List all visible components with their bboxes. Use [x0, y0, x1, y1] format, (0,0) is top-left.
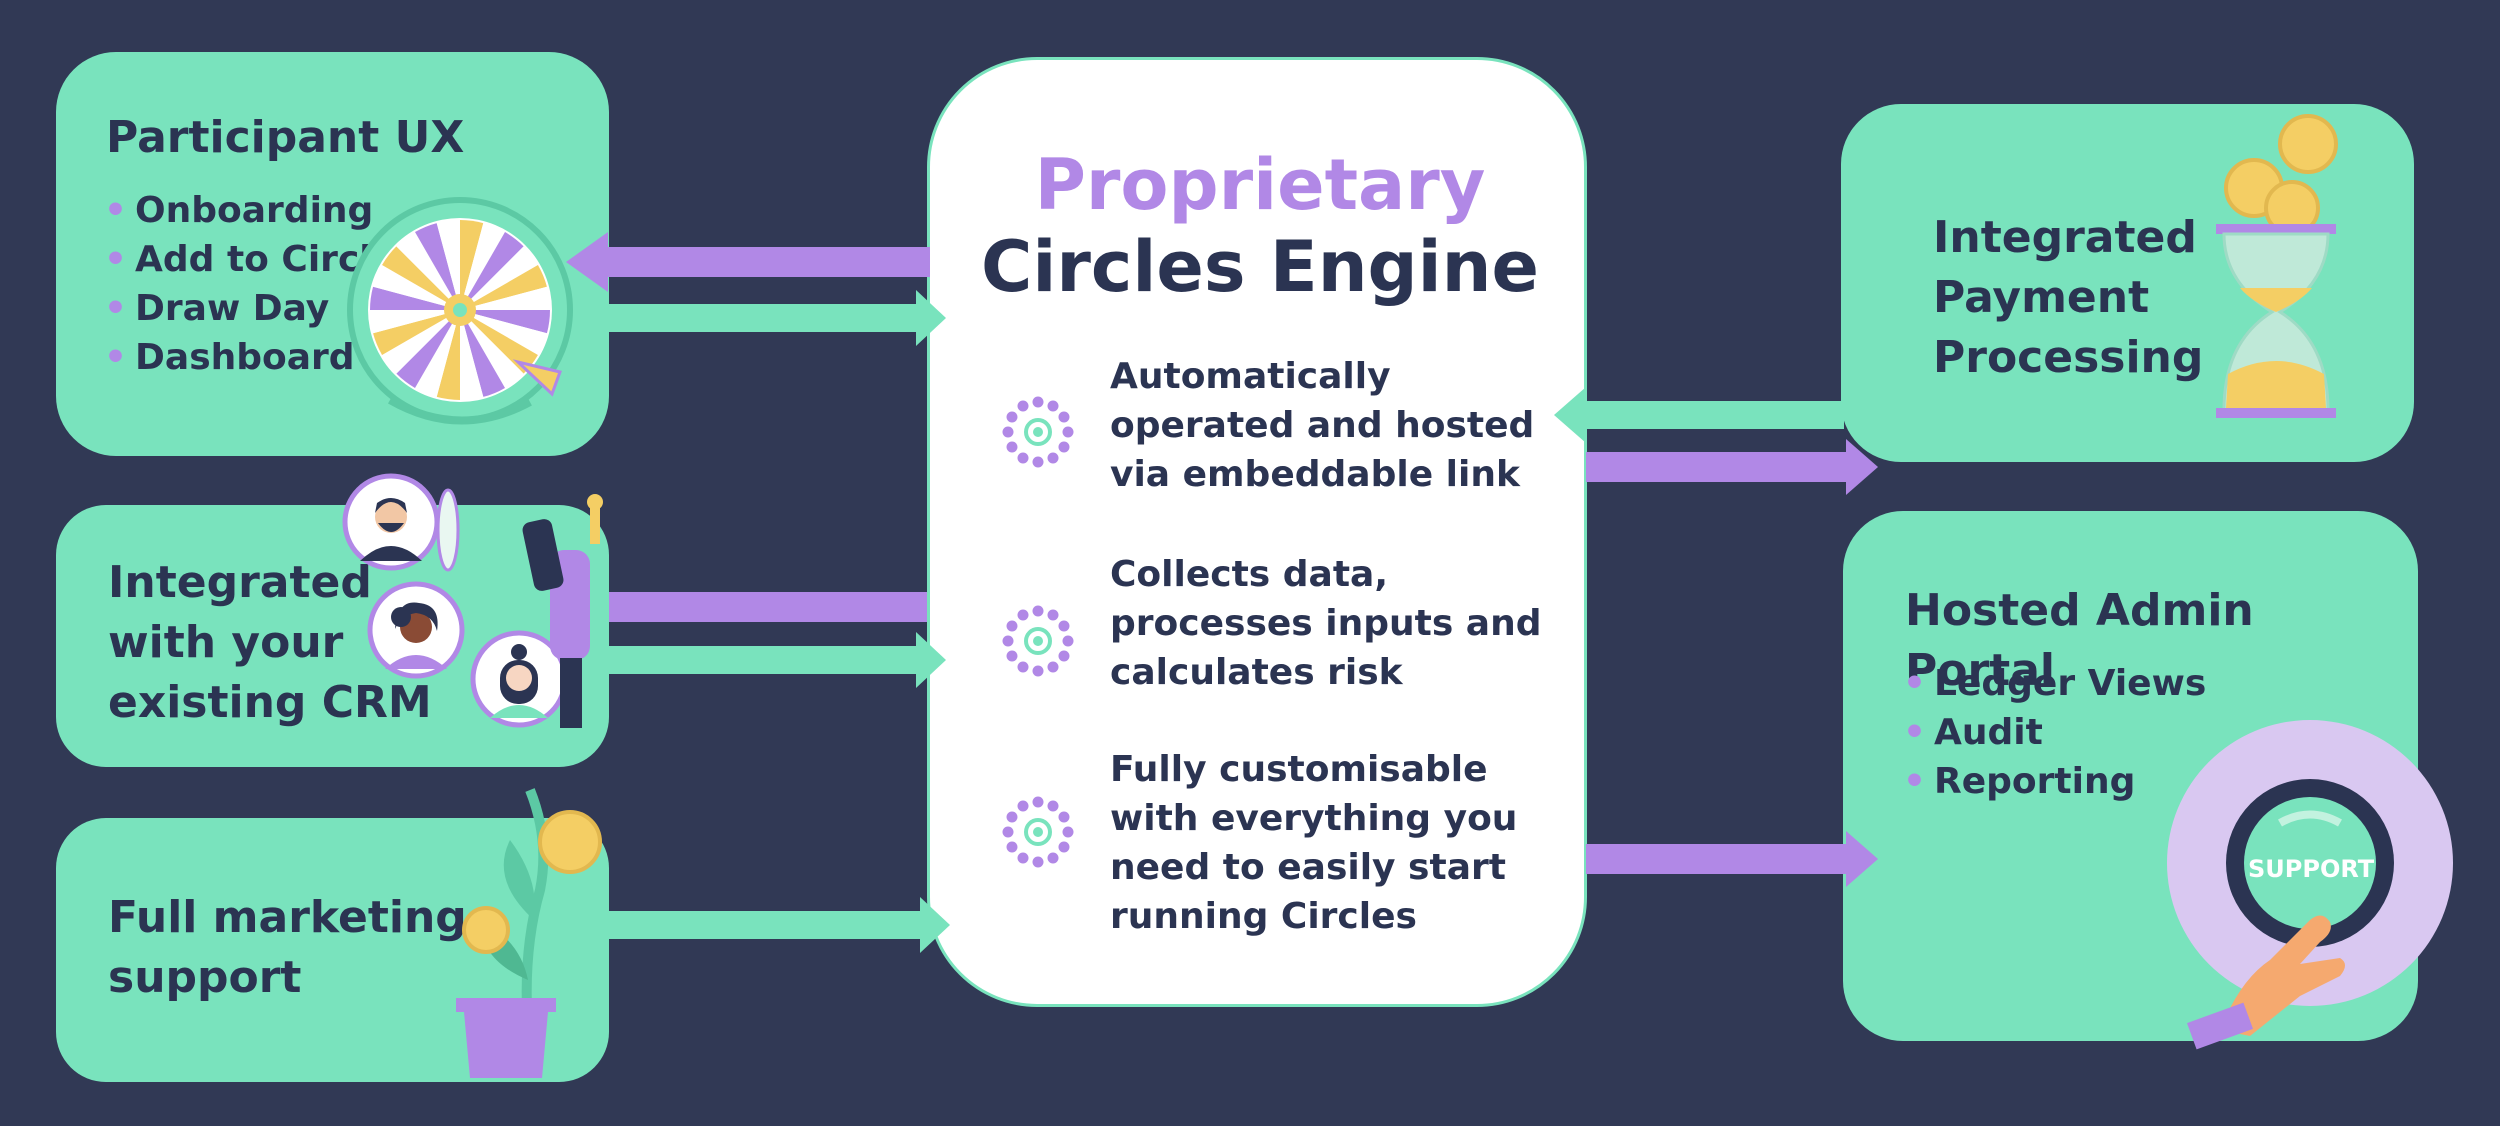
money-plant-icon	[456, 788, 602, 1078]
admin-portal-item: •Ledger Views	[1903, 663, 2207, 704]
support-button-label: SUPPORT	[2248, 855, 2375, 883]
payment-title-line: Integrated	[1933, 212, 2197, 263]
avatar-woman2-icon	[470, 630, 568, 728]
arrow-engine-to-admin	[1586, 831, 1878, 887]
megaphone-icon	[436, 488, 460, 572]
engine-feature: Collects data, processes inputs and calc…	[1110, 550, 1550, 697]
arrow-engine-to-crm	[609, 592, 927, 622]
crm-title-line: with your	[108, 617, 344, 668]
circles-engine-card: Proprietary Circles Engine Automatically…	[927, 57, 1587, 1007]
engine-feature-line: need to easily start	[1110, 847, 1506, 888]
participant-ux-title: Participant UX	[106, 112, 465, 163]
arrow-crm-to-engine	[609, 632, 946, 688]
target-cycle-icon	[1002, 796, 1074, 868]
arrow-engine-to-ux	[566, 232, 930, 292]
person-phone-icon	[522, 494, 603, 728]
hourglass-coins-icon	[2216, 114, 2338, 418]
engine-feature-line: operated and hosted	[1110, 405, 1535, 446]
payment-title-line: Processing	[1933, 332, 2204, 383]
engine-feature-line: Fully customisable	[1110, 749, 1488, 790]
engine-feature-line: running Circles	[1110, 896, 1417, 937]
engine-title-line1: Proprietary	[1034, 144, 1486, 226]
marketing-title-line: support	[108, 952, 302, 1003]
payment-title-line: Payment	[1933, 272, 2150, 323]
engine-feature: Fully customisable with everything you n…	[1110, 745, 1550, 941]
marketing-title-line: Full marketing	[108, 892, 467, 943]
engine-feature-line: calculates risk	[1110, 652, 1403, 693]
arrow-ux-to-engine	[609, 290, 946, 346]
participant-ux-item: •Add to Circle	[104, 239, 397, 280]
participant-ux-item: •Onboarding	[104, 190, 374, 231]
avatar-woman-icon	[367, 581, 465, 679]
admin-portal-title: Hosted Admin Portal	[1905, 585, 2254, 696]
engine-feature-line: Automatically	[1110, 356, 1391, 397]
engine-feature: Automatically operated and hosted via em…	[1110, 352, 1550, 499]
crm-title-line: existing CRM	[108, 677, 432, 728]
crm-title-line: Integrated	[108, 557, 372, 608]
arrow-payment-to-engine	[1554, 387, 1844, 443]
participant-ux-item: •Draw Day	[104, 288, 330, 329]
target-cycle-icon	[1002, 396, 1074, 468]
engine-feature-line: via embeddable link	[1110, 454, 1520, 495]
engine-feature-line: with everything you	[1110, 798, 1518, 839]
support-button-icon	[2167, 720, 2453, 1006]
arrow-engine-to-payment	[1586, 439, 1878, 495]
prize-wheel-icon	[347, 197, 573, 425]
engine-feature-line: processes inputs and	[1110, 603, 1542, 644]
arrow-marketing-to-engine	[609, 897, 950, 953]
engine-feature-line: Collects data,	[1110, 554, 1388, 595]
admin-portal-item: •Reporting	[1903, 761, 2136, 802]
admin-portal-item: •Audit	[1903, 712, 2043, 753]
engine-title-line2: Circles Engine	[981, 226, 1539, 308]
participant-ux-item: •Dashboard	[104, 337, 355, 378]
target-cycle-icon	[1002, 605, 1074, 677]
pointing-hand-icon	[2187, 915, 2345, 1050]
